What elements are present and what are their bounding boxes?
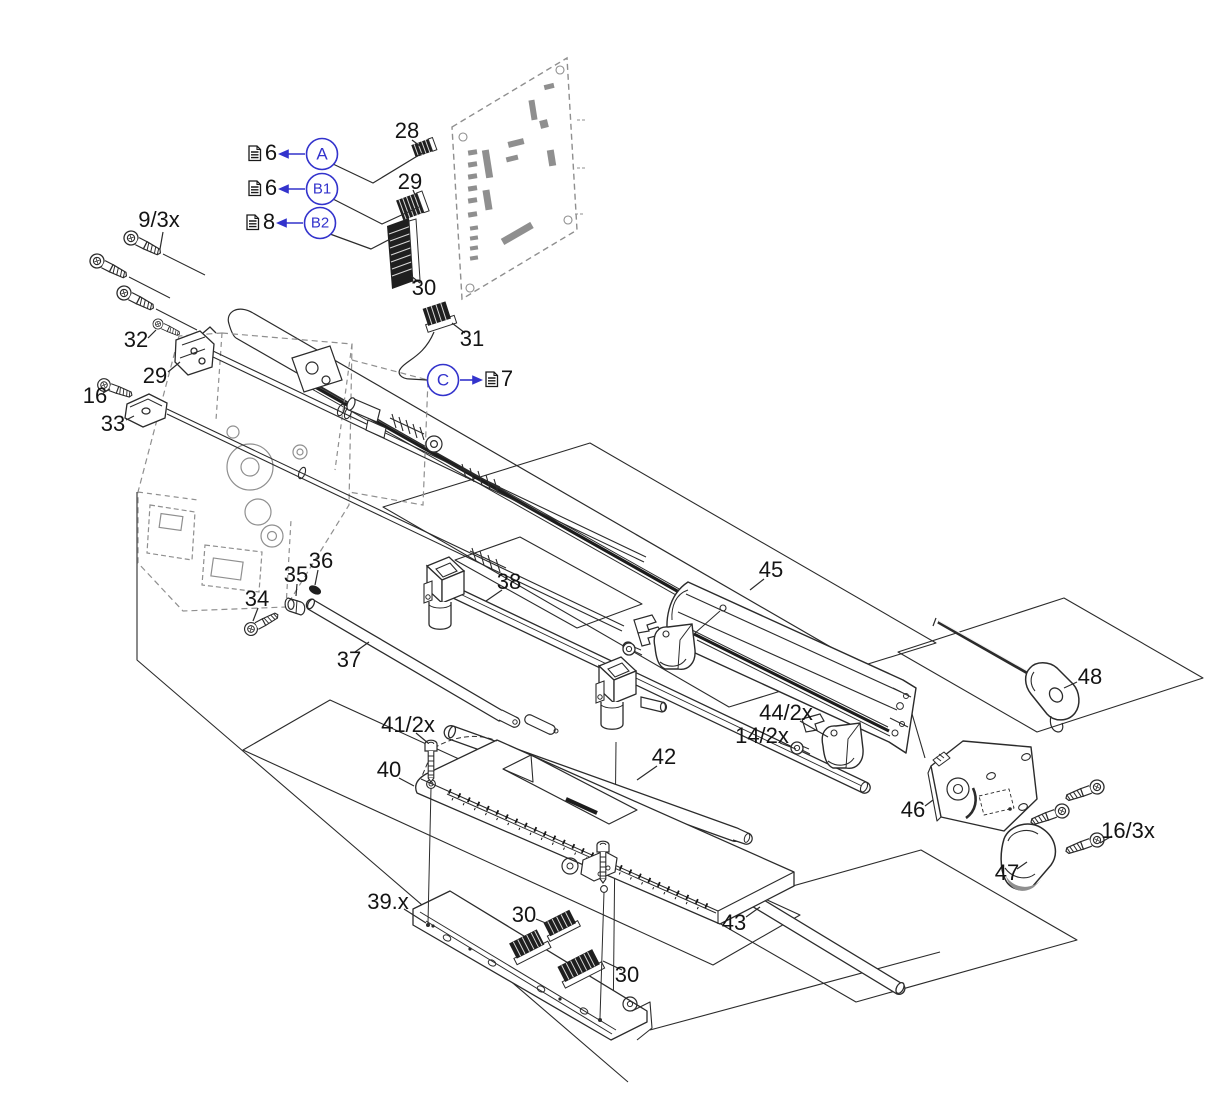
callout-label-36: 36 bbox=[308, 548, 334, 573]
callout-label-33: 33 bbox=[100, 411, 126, 436]
callout-label-31: 31 bbox=[459, 326, 485, 351]
ref-circle-b1 bbox=[305, 172, 339, 206]
ref-page-c: 7 bbox=[500, 366, 514, 391]
callout-label-43: 43 bbox=[721, 910, 747, 935]
adjust-bracket-29 bbox=[174, 326, 217, 376]
spring-36 bbox=[308, 585, 322, 595]
ref-circle-b2 bbox=[303, 206, 337, 240]
callout-label-29-left: 29 bbox=[142, 363, 168, 388]
allen-key-48 bbox=[932, 617, 1080, 733]
callout-label-47: 47 bbox=[994, 860, 1020, 885]
reference-marks bbox=[246, 137, 499, 397]
connector-29 bbox=[396, 190, 430, 221]
section-planes bbox=[136, 442, 1204, 1083]
callout-label-46: 46 bbox=[900, 797, 926, 822]
callout-label-35: 35 bbox=[283, 562, 309, 587]
ref-circle-a bbox=[305, 137, 339, 171]
ref-circle-c bbox=[426, 363, 460, 397]
callout-label-32: 32 bbox=[123, 327, 149, 352]
cable-connectors bbox=[387, 136, 458, 333]
screw-axis-lines bbox=[128, 253, 206, 331]
head-connectors-30 bbox=[509, 909, 606, 989]
ref-letter-a: A bbox=[316, 144, 328, 164]
callout-label-30-top: 30 bbox=[411, 275, 437, 300]
callout-label-34: 34 bbox=[244, 586, 270, 611]
connector-31 bbox=[422, 301, 458, 333]
chassis-ghost bbox=[137, 332, 429, 612]
callout-label-44-2x: 44/2x bbox=[759, 700, 813, 725]
print-head-39x bbox=[412, 890, 653, 1041]
ref-page-b1: 6 bbox=[264, 175, 278, 200]
callout-label-38: 38 bbox=[496, 569, 522, 594]
pcb-ghost bbox=[451, 56, 585, 301]
bushing-35 bbox=[284, 597, 306, 616]
guide-shaft-37 bbox=[305, 598, 559, 735]
callout-label-28: 28 bbox=[394, 118, 420, 143]
callout-label-30-bottom-left: 30 bbox=[511, 902, 537, 927]
bearing-plate-46 bbox=[927, 740, 1038, 832]
clamp-block-33 bbox=[124, 393, 168, 428]
callout-label-41-2x: 41/2x bbox=[381, 712, 435, 737]
cutter-bar-45 bbox=[662, 581, 917, 754]
lever-knob-47 bbox=[1000, 823, 1057, 891]
callout-label-30-bottom-right: 30 bbox=[614, 962, 640, 987]
scale-plate-40 bbox=[415, 735, 795, 925]
callout-label-9-3x: 9/3x bbox=[138, 207, 180, 232]
explode-lines bbox=[426, 787, 605, 1022]
callout-label-39x: 39.x bbox=[367, 889, 409, 914]
connector-30 bbox=[387, 218, 421, 289]
leader-lines bbox=[102, 139, 1113, 971]
callout-label-40: 40 bbox=[376, 757, 402, 782]
callout-label-45: 45 bbox=[758, 557, 784, 582]
ref-page-b2: 8 bbox=[262, 209, 276, 234]
ref-letter-c: C bbox=[436, 370, 450, 390]
callout-label-16: 16 bbox=[82, 383, 108, 408]
ref-letter-b1: B1 bbox=[312, 180, 332, 198]
callout-label-16-3x: 16/3x bbox=[1101, 818, 1155, 843]
feed-mechanism-parts bbox=[291, 345, 443, 453]
callout-label-42: 42 bbox=[651, 744, 677, 769]
callout-label-29-top: 29 bbox=[397, 169, 423, 194]
callout-label-37: 37 bbox=[336, 647, 362, 672]
ref-page-a: 6 bbox=[264, 140, 278, 165]
left-shafts bbox=[166, 350, 647, 632]
callout-label-48: 48 bbox=[1077, 664, 1103, 689]
ref-letter-b2: B2 bbox=[310, 214, 330, 232]
callout-label-14-2x: 14/2x bbox=[735, 723, 789, 748]
